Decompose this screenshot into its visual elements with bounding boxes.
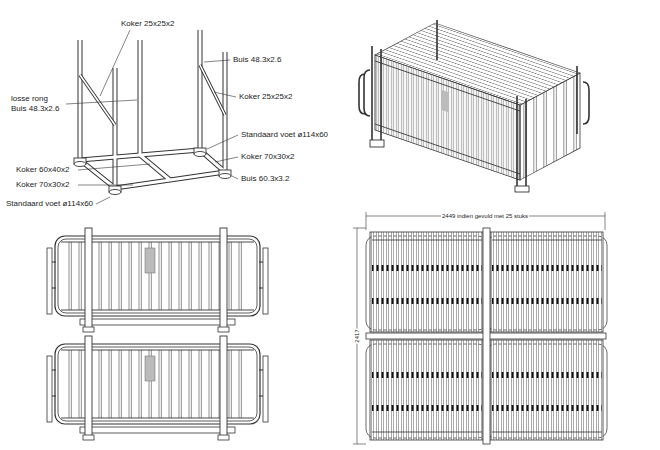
part-label: Koker 70x30x2 xyxy=(240,152,295,162)
stacked-racks-front-view xyxy=(47,228,268,440)
part-label: Koker 60x40x2 xyxy=(15,165,70,175)
dimension-label: 2417 xyxy=(353,328,361,343)
dimension-label: 2449 indien gevuld met 25 stuks xyxy=(441,212,529,220)
part-label: losse rong Buis 48.3x2.6 xyxy=(10,94,63,114)
filled-stack-end-view xyxy=(366,228,607,444)
part-label: Koker 25x25x2 xyxy=(238,92,293,102)
part-label: Buis 60.3x3.2 xyxy=(240,174,290,184)
dimension-lines xyxy=(353,212,605,444)
filled-rack-isometric xyxy=(359,20,589,192)
part-label: Koker 70x30x2 xyxy=(15,180,70,190)
leader-lines xyxy=(66,30,238,204)
part-label: Koker 25x25x2 xyxy=(120,19,175,29)
part-label: Buis 48.3x2.6 xyxy=(232,55,282,65)
rack-isometric xyxy=(74,30,231,195)
part-label: Standaard voet ø114x60 xyxy=(5,199,94,209)
part-label: Standaard voet ø114x60 xyxy=(240,130,329,140)
